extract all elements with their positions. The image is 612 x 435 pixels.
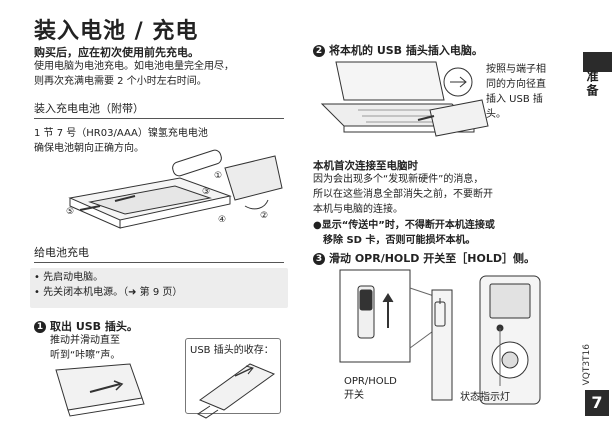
callout-3: ③: [202, 187, 210, 197]
step1-title: 1 取出 USB 插头。: [34, 318, 138, 334]
prereq-bullet: • 先启动电脑。: [34, 272, 104, 283]
section-tab-label: 准备: [585, 70, 599, 98]
step1-line: 听到“咔嚓”声。: [50, 350, 121, 361]
step1-text: 推动并滑动直至 听到“咔嚓”声。: [50, 333, 120, 363]
led-label: 状态指示灯: [460, 390, 510, 403]
section-divider: [34, 118, 284, 119]
section-divider: [34, 262, 284, 263]
page-title: 装入电池 / 充电: [34, 19, 199, 44]
first-connect-line: 所以在这些消息全部消失之前，不要断开: [313, 189, 493, 200]
usb-storage-illustration: [197, 363, 276, 419]
step2-line: 同的方向径直: [486, 79, 546, 90]
step3-number: 3: [313, 253, 325, 265]
callout-1: ①: [214, 171, 222, 181]
first-connect-title: 本机首次连接至电脑时: [313, 160, 418, 172]
step3-title-text: 滑动 OPR/HOLD 开关至［HOLD］侧。: [329, 252, 535, 265]
callout-4: ④: [218, 215, 226, 225]
intro-line: 使用电脑为电池充电。如电池电量完全用尽，: [34, 61, 234, 72]
transfer-warning: ●显示“传送中”时，不得断开本机连接或 移除 SD 卡，否则可能损坏本机。: [313, 218, 495, 248]
page-subtitle: 购买后，应在初次使用前先充电。: [34, 46, 199, 59]
intro-text: 使用电脑为电池充电。如电池电量完全用尽， 则再次充满电需要 2 个小时左右时间。: [34, 59, 234, 89]
warning-line: 移除 SD 卡，否则可能损坏本机。: [313, 235, 476, 246]
charge-prereq-box: • 先启动电脑。 • 先关闭本机电源。（➜ 第 9 页）: [30, 268, 288, 308]
switch-label-line: 开关: [344, 388, 364, 401]
step2-title: 2 将本机的 USB 插头插入电脑。: [313, 42, 483, 58]
insert-battery-heading: 装入充电电池（附带）: [34, 102, 144, 115]
section-tab-marker: [583, 52, 612, 72]
step2-title-text: 将本机的 USB 插头插入电脑。: [329, 44, 483, 57]
first-connect-line: 因为会出现多个“发现新硬件”的消息，: [313, 174, 484, 185]
page-code: VQT3T16: [582, 344, 592, 386]
step1-number: 1: [34, 321, 46, 333]
usb-pull-illustration: [55, 363, 145, 417]
page-number: 7: [585, 390, 609, 416]
step2-number: 2: [313, 45, 325, 57]
first-connect-text: 因为会出现多个“发现新硬件”的消息， 所以在这些消息全部消失之前，不要断开 本机…: [313, 172, 493, 217]
step2-line: 插入 USB 插: [486, 94, 543, 105]
step2-line: 按照与端子相: [486, 64, 546, 75]
step1-line: 推动并滑动直至: [50, 335, 120, 346]
prereq-bullet: • 先关闭本机电源。（➜ 第 9 页）: [34, 287, 183, 298]
laptop-usb-illustration: [320, 61, 489, 137]
intro-line: 则再次充满电需要 2 个小时左右时间。: [34, 76, 207, 87]
switch-label-line: OPR/HOLD: [344, 376, 397, 387]
usb-storage-box: USB 插头的收存：: [185, 338, 281, 414]
first-connect-line: 本机与电脑的连接。: [313, 204, 403, 215]
insert-battery-line: 1 节 7 号（HR03/AAA）镍氢充电电池: [34, 128, 208, 139]
insert-battery-text: 1 节 7 号（HR03/AAA）镍氢充电电池 确保电池朝向正确方向。: [34, 126, 208, 156]
warning-line: ●显示“传送中”时，不得断开本机连接或: [313, 220, 495, 231]
step2-line: 头。: [486, 109, 506, 120]
hold-switch-illustration: OPR/HOLD 开关 状态指示灯: [339, 269, 541, 405]
callout-2: ②: [260, 211, 268, 221]
charge-heading: 给电池充电: [34, 246, 89, 259]
step1-title-text: 取出 USB 插头。: [50, 320, 138, 333]
insert-battery-line: 确保电池朝向正确方向。: [34, 143, 144, 154]
callout-5: ⑤: [66, 207, 74, 217]
battery-insert-illustration: ① ② ③ ④ ⑤: [66, 149, 283, 229]
step2-text: 按照与端子相 同的方向径直 插入 USB 插 头。: [486, 62, 546, 122]
step3-title: 3 滑动 OPR/HOLD 开关至［HOLD］侧。: [313, 250, 535, 266]
usb-storage-label: USB 插头的收存：: [190, 345, 274, 356]
